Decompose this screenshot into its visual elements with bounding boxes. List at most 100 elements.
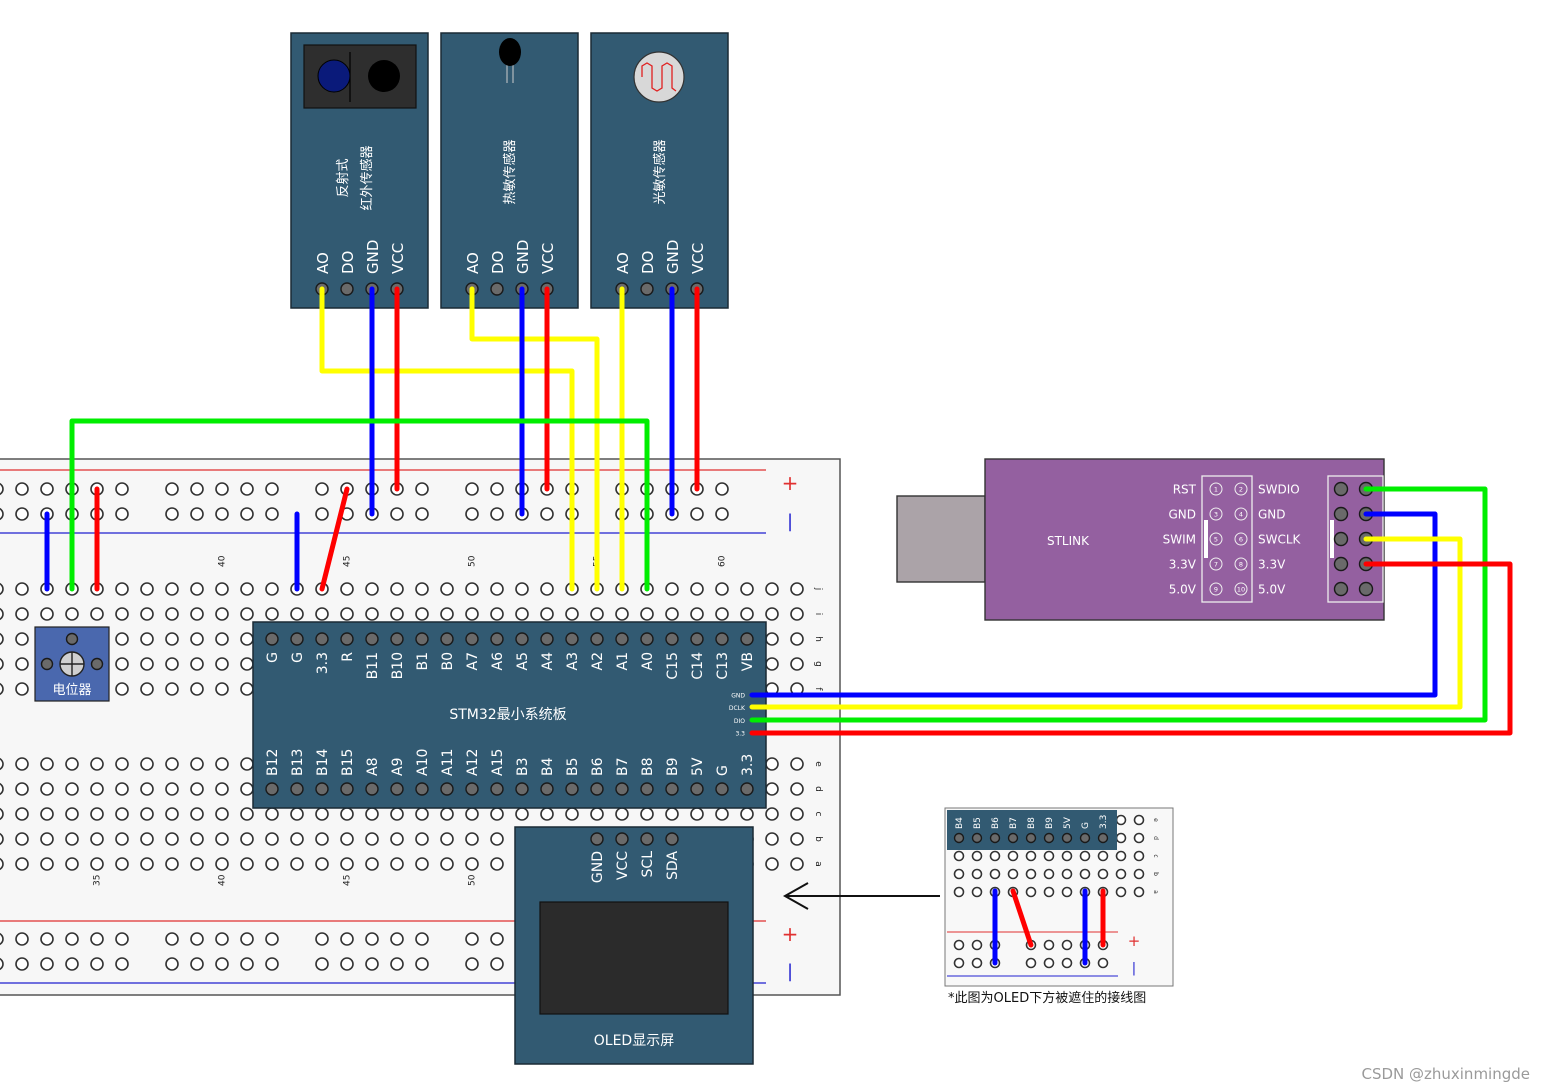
stlink-right-label: SWCLK	[1258, 533, 1302, 547]
breadboard-holes	[0, 482, 804, 971]
inset-hole	[1025, 886, 1037, 898]
inset-hole	[1097, 850, 1109, 862]
breadboard-hole	[490, 807, 504, 821]
breadboard-hole	[390, 957, 404, 971]
breadboard-hole	[465, 957, 479, 971]
breadboard-hole	[90, 932, 104, 946]
breadboard-hole	[790, 757, 804, 771]
sensor-pin-label: GND	[364, 240, 382, 274]
breadboard-hole	[140, 607, 154, 621]
stm32-pin-label: VB	[740, 652, 756, 671]
breadboard-hole	[340, 582, 354, 596]
breadboard-hole	[15, 682, 29, 696]
wire-swd-dio	[749, 486, 1488, 723]
breadboard-hole	[90, 857, 104, 871]
breadboard-hole	[790, 582, 804, 596]
breadboard-hole	[465, 832, 479, 846]
breadboard-hole	[390, 607, 404, 621]
photoresistor-icon	[633, 51, 685, 103]
inset-row-label: d	[1152, 836, 1159, 840]
breadboard-hole	[315, 857, 329, 871]
sensor-pin	[640, 282, 654, 296]
inset-hole	[1133, 850, 1145, 862]
stm32-pin-label: A4	[540, 652, 556, 671]
breadboard-hole	[490, 507, 504, 521]
breadboard-hole	[115, 657, 129, 671]
breadboard-hole	[715, 582, 729, 596]
breadboard-hole	[140, 782, 154, 796]
breadboard-hole	[65, 932, 79, 946]
stm32-pin	[465, 782, 479, 796]
stm32-pin	[690, 782, 704, 796]
breadboard-hole	[415, 857, 429, 871]
breadboard-hole	[290, 832, 304, 846]
breadboard-hole	[265, 607, 279, 621]
swd-pin-label: DIO	[734, 718, 745, 725]
breadboard-hole	[0, 782, 4, 796]
breadboard-hole	[90, 757, 104, 771]
watermark: CSDN @zhuxinmingde	[1361, 1065, 1530, 1083]
stlink-left-label: GND	[1168, 508, 1196, 522]
breadboard-hole	[315, 832, 329, 846]
breadboard-hole	[165, 607, 179, 621]
breadboard-hole	[165, 832, 179, 846]
breadboard-hole	[0, 657, 4, 671]
breadboard-hole	[115, 857, 129, 871]
inset-hole	[953, 850, 965, 862]
potentiometer[interactable]: 电位器	[34, 626, 110, 702]
breadboard-hole	[340, 857, 354, 871]
breadboard-hole	[490, 607, 504, 621]
breadboard-hole	[15, 632, 29, 646]
breadboard-hole	[15, 582, 29, 596]
breadboard-hole	[40, 782, 54, 796]
breadboard-hole	[240, 582, 254, 596]
breadboard-hole	[65, 857, 79, 871]
breadboard-hole	[90, 782, 104, 796]
inset-hole	[953, 957, 965, 969]
inset-stm32-strip	[947, 810, 1117, 850]
stm32-pin	[665, 782, 679, 796]
breadboard-hole	[215, 757, 229, 771]
stm32-pin-label: G	[715, 765, 731, 776]
stm32-pin-label: B5	[565, 757, 581, 776]
breadboard-hole	[790, 807, 804, 821]
inset-hole	[1061, 868, 1073, 880]
stlink-right-label: SWDIO	[1258, 483, 1300, 497]
stm32-pin-label: A2	[590, 652, 606, 670]
breadboard-hole	[0, 582, 4, 596]
stm32-pin	[290, 632, 304, 646]
stm32-pin-label: A3	[565, 652, 581, 670]
stm32-pin	[590, 782, 604, 796]
breadboard-hole	[215, 832, 229, 846]
inset-pin-label: B7	[1009, 817, 1019, 829]
breadboard-hole	[15, 832, 29, 846]
column-number: 45	[343, 556, 353, 567]
swd-pin-label: GND	[731, 693, 745, 700]
breadboard-hole	[390, 832, 404, 846]
wire-ir-ao-to-a3	[319, 286, 575, 592]
wire-swd-3v3	[749, 561, 1513, 736]
stm32-pin	[440, 632, 454, 646]
breadboard-hole	[15, 957, 29, 971]
breadboard-hole	[115, 682, 129, 696]
potentiometer-pin-left	[40, 657, 54, 671]
inset-minus-label: |	[1132, 961, 1136, 976]
breadboard-hole	[765, 857, 779, 871]
breadboard-hole	[190, 657, 204, 671]
pin-number-circle	[1234, 507, 1248, 521]
breadboard-hole	[15, 807, 29, 821]
pin-number: 1	[1214, 486, 1218, 494]
breadboard-hole	[765, 607, 779, 621]
breadboard-hole	[215, 682, 229, 696]
inset-hole	[953, 939, 965, 951]
stm32-pin	[565, 632, 579, 646]
stm32-pin	[690, 632, 704, 646]
